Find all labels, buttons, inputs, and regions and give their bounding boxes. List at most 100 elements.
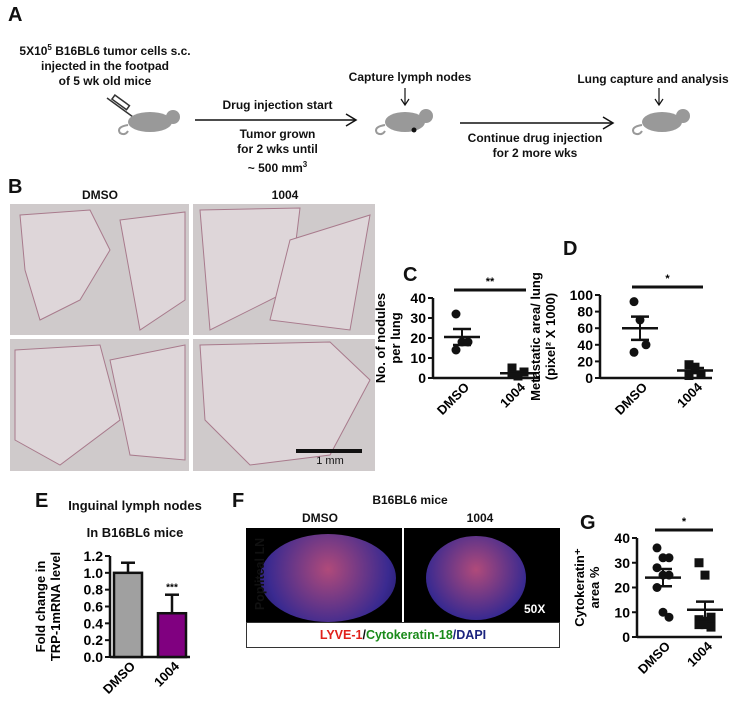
y-tick-label: 20 [410, 330, 426, 346]
data-point [664, 553, 674, 563]
x-tick-label: DMSO [612, 380, 650, 418]
arrow1-below-exponent: 3 [302, 160, 308, 169]
legend-dapi: /DAPI [452, 628, 487, 642]
data-point [658, 607, 668, 617]
magnification-label: 50X [524, 602, 546, 616]
y-tick-label: 0.0 [84, 649, 104, 665]
b-col-1004: 1004 [271, 188, 299, 202]
syringe-icon [106, 94, 134, 118]
lung-tissue [14, 207, 371, 466]
step3-text: Lung capture and analysis [577, 72, 729, 86]
step1-text-line: injected in the footpad [41, 59, 169, 73]
arrow2-below-line: Continue drug injection [467, 131, 603, 145]
y-axis-label: Metastatic area/ lung [528, 272, 543, 401]
y-axis-label: (pixel² X 1000) [543, 293, 558, 380]
y-tick-label: 10 [614, 604, 630, 620]
data-point [694, 620, 704, 630]
lymph-node-image-dmso [246, 528, 402, 622]
scale-bar-label: 1 mm [316, 455, 344, 467]
data-point [641, 340, 651, 350]
stain-legend: LYVE-1/Cytokeratin-18/DAPI [246, 622, 560, 648]
mouse-icon-1 [118, 110, 180, 136]
y-tick-label: 20 [577, 353, 593, 369]
data-point [700, 620, 710, 630]
y-tick-label: 10 [410, 350, 426, 366]
y-tick-label: 0 [585, 370, 593, 386]
y-tick-label: 1.0 [84, 565, 104, 581]
y-axis-label: Cytokeratin⁺ [572, 548, 587, 627]
data-point [664, 612, 674, 622]
y-axis-label: per lung [388, 312, 403, 363]
bar [112, 571, 144, 659]
data-point [694, 615, 704, 625]
data-point [451, 345, 461, 355]
panel-label-c: C [403, 264, 418, 286]
x-tick-label: 1004 [497, 379, 529, 411]
y-tick-label: 20 [614, 580, 630, 596]
data-point [684, 371, 694, 381]
arrow1-below-line: ~ 500 mm [247, 161, 303, 175]
panel-label-b: B [8, 176, 23, 198]
arrow-down-lung [654, 88, 664, 107]
y-tick-label: 0.2 [84, 632, 104, 648]
arrow-1 [195, 113, 358, 127]
y-axis-label: Fold change in [33, 561, 48, 653]
step2-text: Capture lymph nodes [348, 70, 472, 84]
y-tick-label: 40 [577, 337, 593, 353]
y-tick-label: 60 [577, 320, 593, 336]
y-tick-label: 1.2 [84, 548, 104, 564]
x-tick-label: DMSO [635, 639, 673, 677]
y-tick-label: 30 [410, 310, 426, 326]
step1-exponent: 5 [47, 43, 52, 52]
data-point [700, 570, 710, 580]
y-tick-label: 80 [577, 304, 593, 320]
panel-label-a: A [8, 4, 23, 26]
legend-cytokeratin: Cytokeratin-18 [365, 628, 453, 642]
y-tick-label: 0.6 [84, 599, 104, 615]
e-title-2: In B16BL6 mice [86, 525, 184, 540]
lymph-node-image-1004: 50X [404, 528, 560, 622]
x-tick-label: 1004 [674, 379, 706, 411]
lymph-node-dmso [260, 534, 396, 622]
y-tick-label: 40 [410, 290, 426, 306]
y-tick-label: 0 [622, 629, 630, 645]
b-col-dmso: DMSO [82, 188, 118, 202]
f-col-dmso: DMSO [302, 511, 338, 525]
data-point [652, 543, 662, 553]
data-point [451, 309, 461, 319]
data-point [694, 558, 704, 568]
step1-text-part: B16BL6 tumor cells s.c. [51, 44, 191, 58]
f-title: B16BL6 mice [372, 493, 448, 507]
y-axis-label: area % [587, 566, 602, 608]
x-tick-label: 1004 [684, 638, 716, 670]
significance-label: *** [166, 583, 178, 594]
arrow1-below-line: for 2 wks until [237, 142, 318, 156]
y-tick-label: 0.8 [84, 582, 104, 598]
e-title-1: Inguinal lymph nodes [68, 498, 202, 513]
arrow-2 [460, 116, 615, 130]
arrow1-below-line: Tumor grown [239, 127, 316, 141]
data-point [706, 617, 716, 627]
x-tick-label: 1004 [151, 658, 183, 690]
significance-label: ** [486, 276, 495, 288]
step1-text-line: of 5 wk old mice [58, 74, 152, 88]
y-tick-label: 100 [570, 287, 594, 303]
y-axis-label: No. of nodules [373, 293, 388, 383]
arrow-down-capture [400, 88, 410, 107]
y-tick-label: 40 [614, 530, 630, 546]
legend-sep: / [362, 628, 366, 642]
significance-label: * [665, 273, 670, 285]
x-tick-label: DMSO [100, 659, 138, 697]
mouse-icon-2 [375, 109, 433, 136]
step1-text-part: 5X10 [19, 44, 48, 58]
data-point [706, 622, 716, 632]
arrow2-below-line: for 2 more wks [492, 146, 578, 160]
